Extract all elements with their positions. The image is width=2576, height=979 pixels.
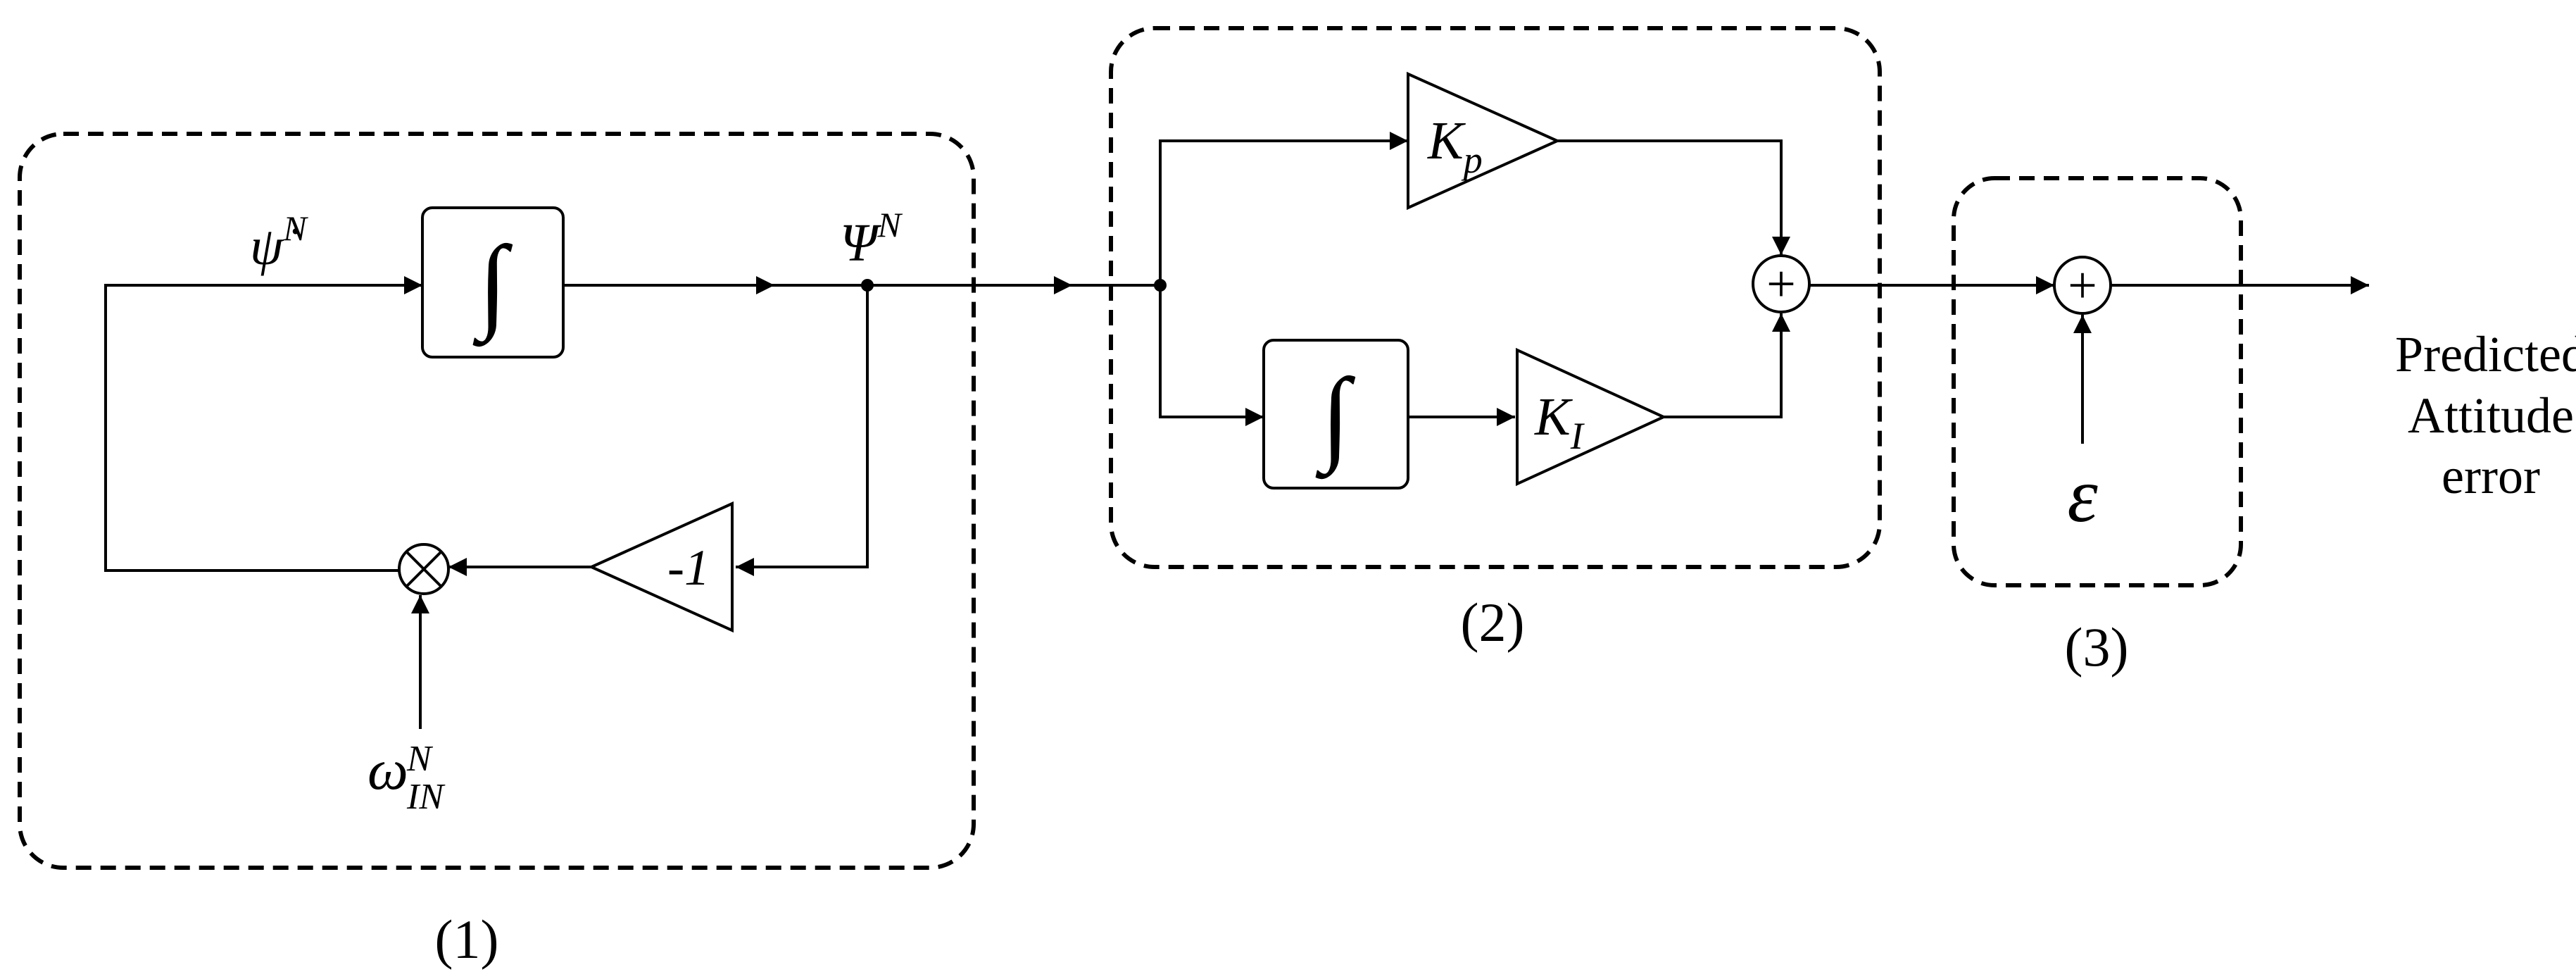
sum-junction-1-symbol: + bbox=[1766, 256, 1796, 313]
gain-ki-block bbox=[1516, 347, 1667, 487]
psi-dot-label: ψ̇N bbox=[250, 208, 308, 276]
kp-branch-wire bbox=[1159, 132, 1408, 285]
multiplier-cross-2 bbox=[405, 550, 443, 588]
svg-text:N: N bbox=[406, 739, 434, 779]
integrator-2-symbol: ∫ bbox=[1315, 357, 1355, 480]
output-label-line-3: error bbox=[2442, 448, 2540, 504]
group-3-label: (3) bbox=[2065, 616, 2129, 678]
output-label-line-2: Attitude bbox=[2408, 387, 2574, 444]
loop-left-wire bbox=[104, 276, 422, 572]
feedback-wire bbox=[736, 285, 869, 576]
gain-negative-label: -1 bbox=[667, 540, 710, 596]
integrator-1-symbol: ∫ bbox=[472, 225, 513, 347]
gain-negative-block bbox=[588, 501, 734, 633]
epsilon-label: ε bbox=[2067, 452, 2098, 538]
svg-text:IN: IN bbox=[406, 777, 446, 817]
svg-text:ω: ω bbox=[367, 737, 408, 802]
ki-output-wire bbox=[1664, 313, 1790, 418]
psi-label: ΨN bbox=[840, 205, 903, 273]
integrator-2-block bbox=[1262, 339, 1409, 490]
group-3-box bbox=[1952, 176, 2243, 587]
output-label-line-1: Predicted bbox=[2395, 326, 2576, 382]
group-2-label: (2) bbox=[1461, 592, 1525, 653]
group-1-box bbox=[18, 132, 976, 870]
gain-kp-block bbox=[1407, 71, 1561, 211]
sum-junction-2-symbol: + bbox=[2068, 257, 2097, 315]
ki-branch-wire bbox=[1159, 285, 1264, 426]
gain-kp-label: Kp bbox=[1427, 111, 1483, 181]
group-2-box bbox=[1109, 26, 1882, 569]
group-1-label: (1) bbox=[435, 909, 499, 970]
gain-ki-label: KI bbox=[1534, 387, 1585, 457]
integrator-1-block bbox=[421, 206, 565, 358]
kp-output-wire bbox=[1557, 139, 1790, 255]
omega-label: ω N IN bbox=[367, 737, 446, 817]
